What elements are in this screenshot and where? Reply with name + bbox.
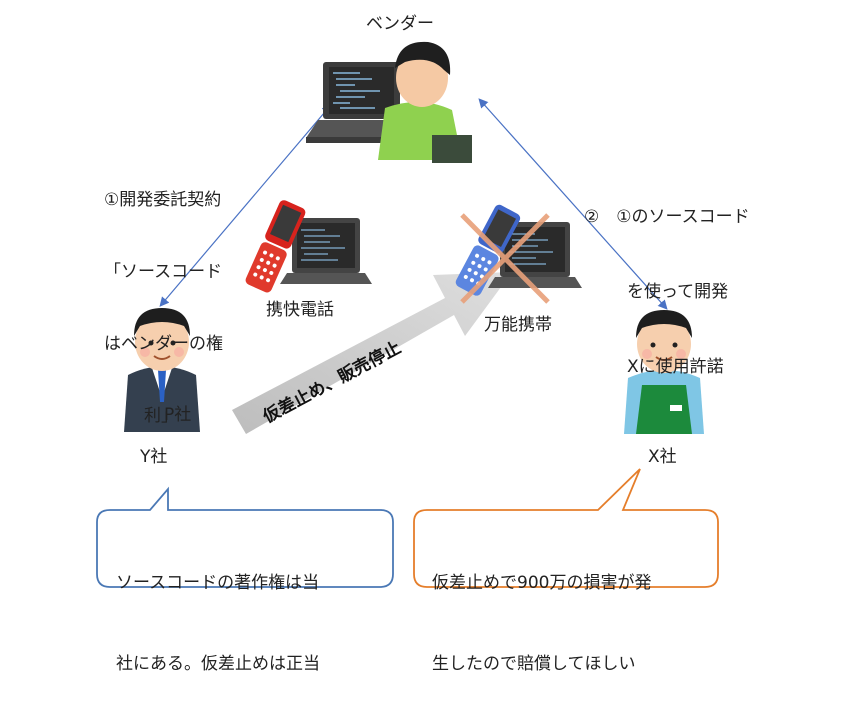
x-company-label: X社 xyxy=(648,447,677,467)
edge-label-line: ①開発委託契約 xyxy=(104,190,222,210)
product-1-label: 携快電話 xyxy=(266,300,334,320)
edge-label-line: を使って開発 xyxy=(627,282,729,302)
edge-vendor-y xyxy=(159,104,332,307)
edge-label-line: Xに使用許諾 xyxy=(627,357,724,377)
bubble-line: 仮差止めで900万の損害が発 xyxy=(432,573,652,593)
action-arrow xyxy=(232,272,512,434)
y-company-overlay-label: P社 xyxy=(164,405,192,425)
cross-icon xyxy=(460,213,550,304)
edge-label-line: ② ①のソースコード xyxy=(584,207,750,227)
y-company-person xyxy=(124,308,200,432)
edge-vendor-x-label: ② ①のソースコード を使って開発 Xに使用許諾 xyxy=(584,155,750,405)
vendor-label: ベンダー xyxy=(366,14,434,34)
y-claim-bubble xyxy=(96,486,394,588)
edge-label-line: 利」 xyxy=(144,406,178,426)
product-2-illustration xyxy=(455,204,582,304)
edge-vendor-x xyxy=(478,98,668,310)
product-2-label: 万能携帯 xyxy=(484,315,552,335)
bubble-line: 社にある。仮差止めは正当 xyxy=(116,654,320,674)
relationship-diagram: 仮差止め、販売停止 xyxy=(96,41,719,588)
product-1-illustration xyxy=(245,200,372,293)
y-company-label: Y社 xyxy=(140,447,168,467)
bubble-line: 生したので賠償してほしい xyxy=(432,654,636,674)
edge-label-line: 「ソースコード xyxy=(104,262,223,282)
edge-label-line: はベンダーの権 xyxy=(104,334,223,354)
action-arrow-label: 仮差止め、販売停止 xyxy=(259,337,405,428)
x-claim-bubble xyxy=(413,468,719,588)
x-company-person xyxy=(624,310,704,434)
bubble-line: ソースコードの著作権は当 xyxy=(116,573,320,593)
vendor-illustration xyxy=(306,41,472,163)
edge-vendor-y-label: ①開発委託契約 「ソースコード はベンダーの権 利」 xyxy=(104,140,223,452)
